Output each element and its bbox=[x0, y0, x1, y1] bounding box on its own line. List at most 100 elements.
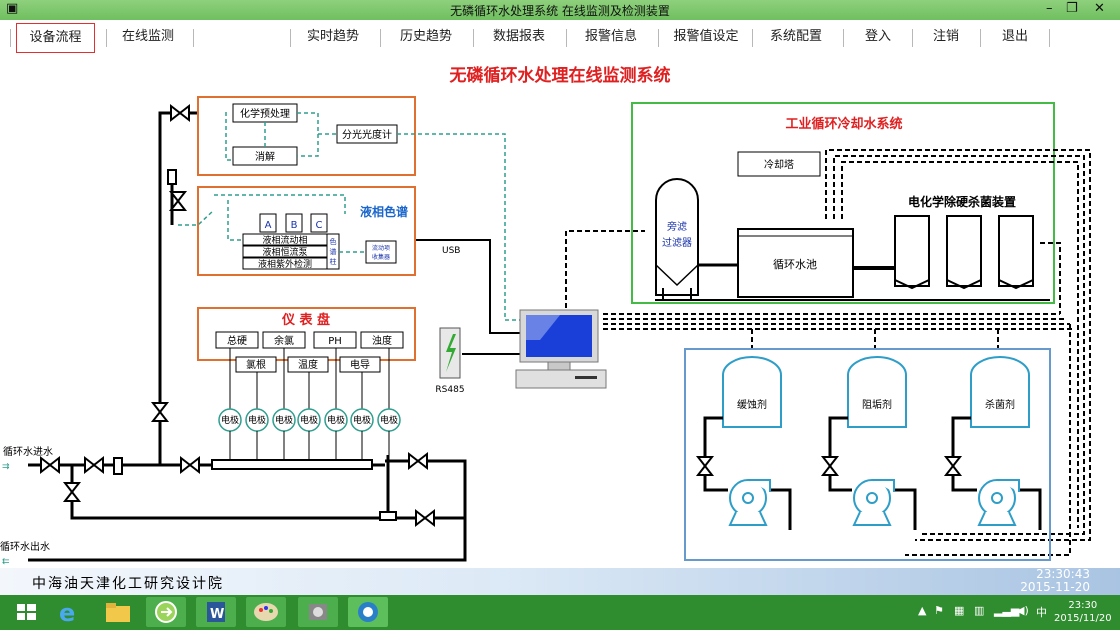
electrode-5[interactable]: 电极 bbox=[324, 408, 348, 460]
electrode-header bbox=[211, 459, 373, 470]
menu-realtime-trend[interactable]: 实时趋势 bbox=[306, 29, 359, 44]
dosing-tank-2[interactable] bbox=[847, 356, 907, 428]
dosing-tank-1[interactable] bbox=[722, 356, 782, 428]
mobile-phase-label: 液相流动相 bbox=[262, 234, 307, 246]
meter-turbidity[interactable] bbox=[360, 331, 404, 349]
instrument-row1: 总硬 余氯 PH 浊度 bbox=[215, 331, 404, 349]
menu-device-flow[interactable]: 设备流程 bbox=[16, 23, 95, 53]
valve-icon[interactable] bbox=[84, 457, 104, 473]
organization-name: 中海油天津化工研究设计院 bbox=[32, 576, 224, 592]
explorer-icon[interactable] bbox=[98, 597, 138, 627]
circulating-pool[interactable] bbox=[737, 228, 854, 298]
bottle-c[interactable] bbox=[310, 213, 328, 233]
tray-network-icon[interactable]: ▥ bbox=[974, 604, 985, 617]
meter-chloride[interactable] bbox=[235, 356, 277, 373]
tray-app-icon[interactable]: ▦ bbox=[954, 604, 965, 617]
menu-separator bbox=[980, 29, 981, 47]
electrode-2[interactable]: 电极 bbox=[245, 408, 269, 460]
menu-history-trend[interactable]: 历史趋势 bbox=[399, 29, 452, 44]
echem-title: 电化学除硬杀菌装置 bbox=[908, 194, 1016, 209]
valve-icon[interactable] bbox=[170, 105, 190, 121]
bottle-a-label: A bbox=[265, 220, 272, 231]
word-icon[interactable]: W bbox=[196, 597, 236, 627]
valve-icon[interactable] bbox=[152, 402, 168, 422]
electrode-1[interactable]: 电极 bbox=[218, 408, 242, 460]
electrode-6[interactable]: 电极 bbox=[350, 408, 374, 460]
digest-label: 消解 bbox=[255, 150, 275, 163]
side-filter-tank[interactable] bbox=[655, 178, 699, 300]
menu-separator bbox=[290, 29, 291, 47]
menu-exit[interactable]: 退出 bbox=[1001, 29, 1028, 44]
menu-separator bbox=[10, 29, 11, 47]
svg-text:电极: 电极 bbox=[248, 414, 266, 426]
bottle-b-label: B bbox=[291, 220, 298, 231]
swiper-icon[interactable] bbox=[146, 597, 186, 627]
echem-units[interactable] bbox=[894, 215, 1034, 290]
meter-label: PH bbox=[328, 336, 342, 347]
electrode-7[interactable]: 电极 bbox=[377, 408, 401, 460]
close-button[interactable]: ✕ bbox=[1094, 1, 1105, 16]
tray-volume-icon[interactable]: ◀) bbox=[1016, 604, 1029, 617]
tray-signal-icon[interactable]: ▂▃▅ bbox=[994, 604, 1020, 617]
restore-button[interactable]: ❐ bbox=[1066, 1, 1078, 16]
valve-icon[interactable] bbox=[415, 510, 435, 526]
valve-icon[interactable] bbox=[822, 456, 838, 476]
control-lines bbox=[565, 149, 1091, 556]
valve-icon[interactable] bbox=[64, 482, 80, 502]
column-label: 谱 bbox=[330, 247, 337, 256]
menu-logout[interactable]: 注销 bbox=[932, 29, 959, 44]
ie-icon[interactable]: e bbox=[48, 597, 88, 627]
fraction-collector-unit[interactable] bbox=[365, 240, 397, 264]
config-icon[interactable] bbox=[298, 597, 338, 627]
meter-ph[interactable] bbox=[313, 331, 357, 349]
pump-icon[interactable] bbox=[728, 479, 771, 526]
bottle-a[interactable] bbox=[259, 213, 277, 233]
valve-icon[interactable] bbox=[697, 456, 713, 476]
cooling-tower-unit[interactable] bbox=[737, 151, 821, 177]
electrode-wires bbox=[229, 348, 390, 410]
inlet-arrow-icon: ⇉ bbox=[2, 462, 10, 472]
footer-bar: 中海油天津化工研究设计院 23:30:43 2015-11-20 bbox=[0, 568, 1120, 595]
pump-icon[interactable] bbox=[977, 479, 1020, 526]
menu-login[interactable]: 登入 bbox=[864, 29, 891, 44]
minimize-button[interactable]: – bbox=[1046, 1, 1053, 16]
rs485-label: RS485 bbox=[435, 385, 464, 395]
rs485-module[interactable] bbox=[439, 327, 461, 379]
electrode-3[interactable]: 电极 bbox=[272, 408, 296, 460]
bottle-b[interactable] bbox=[285, 213, 303, 233]
windows-start-icon[interactable] bbox=[6, 597, 46, 627]
pump-icon[interactable] bbox=[852, 479, 895, 526]
electrode-4[interactable]: 电极 bbox=[297, 408, 321, 460]
menu-alarm-setpoint[interactable]: 报警值设定 bbox=[673, 29, 739, 44]
tray-up-icon[interactable]: ▲ bbox=[918, 604, 927, 617]
tray-flag-icon[interactable]: ⚑ bbox=[934, 604, 944, 617]
menu-alarm-info[interactable]: 报警信息 bbox=[584, 29, 637, 44]
process-canvas: 无磷循环水处理在线监测系统 循环水进水 ⇉ 循环水出水 ⇇ 化学预处理 消 bbox=[0, 56, 1120, 568]
dosing-label: 阻垢剂 bbox=[862, 398, 892, 411]
outlet-fitting bbox=[379, 511, 397, 521]
meter-label: 电导 bbox=[350, 358, 370, 371]
svg-text:电极: 电极 bbox=[300, 414, 318, 426]
hplc-bottles: A B C bbox=[259, 213, 328, 233]
menu-online-monitor[interactable]: 在线监测 bbox=[121, 29, 174, 44]
valve-icon[interactable] bbox=[408, 453, 428, 469]
valve-icon[interactable] bbox=[40, 457, 60, 473]
ime-indicator[interactable]: 中 bbox=[1036, 606, 1047, 619]
paint-icon[interactable] bbox=[246, 597, 286, 627]
clock-date: 2015-11-20 bbox=[1020, 580, 1090, 594]
meter-temperature[interactable] bbox=[287, 356, 329, 373]
tray-clock[interactable]: 23:30 2015/11/20 bbox=[1054, 599, 1112, 625]
menu-data-report[interactable]: 数据报表 bbox=[492, 29, 545, 44]
menu-system-config[interactable]: 系统配置 bbox=[769, 29, 822, 44]
meter-conductivity[interactable] bbox=[339, 356, 381, 373]
valve-icon[interactable] bbox=[945, 456, 961, 476]
meter-label: 浊度 bbox=[372, 334, 392, 347]
dosing-tank-3[interactable] bbox=[970, 356, 1030, 428]
pretreat-box bbox=[197, 96, 416, 176]
outlet-label: 循环水出水 bbox=[0, 540, 50, 553]
computer-icon[interactable] bbox=[515, 309, 607, 389]
meter-hardness[interactable] bbox=[215, 331, 259, 349]
hplc-signal-lines bbox=[178, 194, 366, 253]
app-icon-active[interactable] bbox=[348, 597, 388, 627]
valve-icon[interactable] bbox=[180, 457, 200, 473]
